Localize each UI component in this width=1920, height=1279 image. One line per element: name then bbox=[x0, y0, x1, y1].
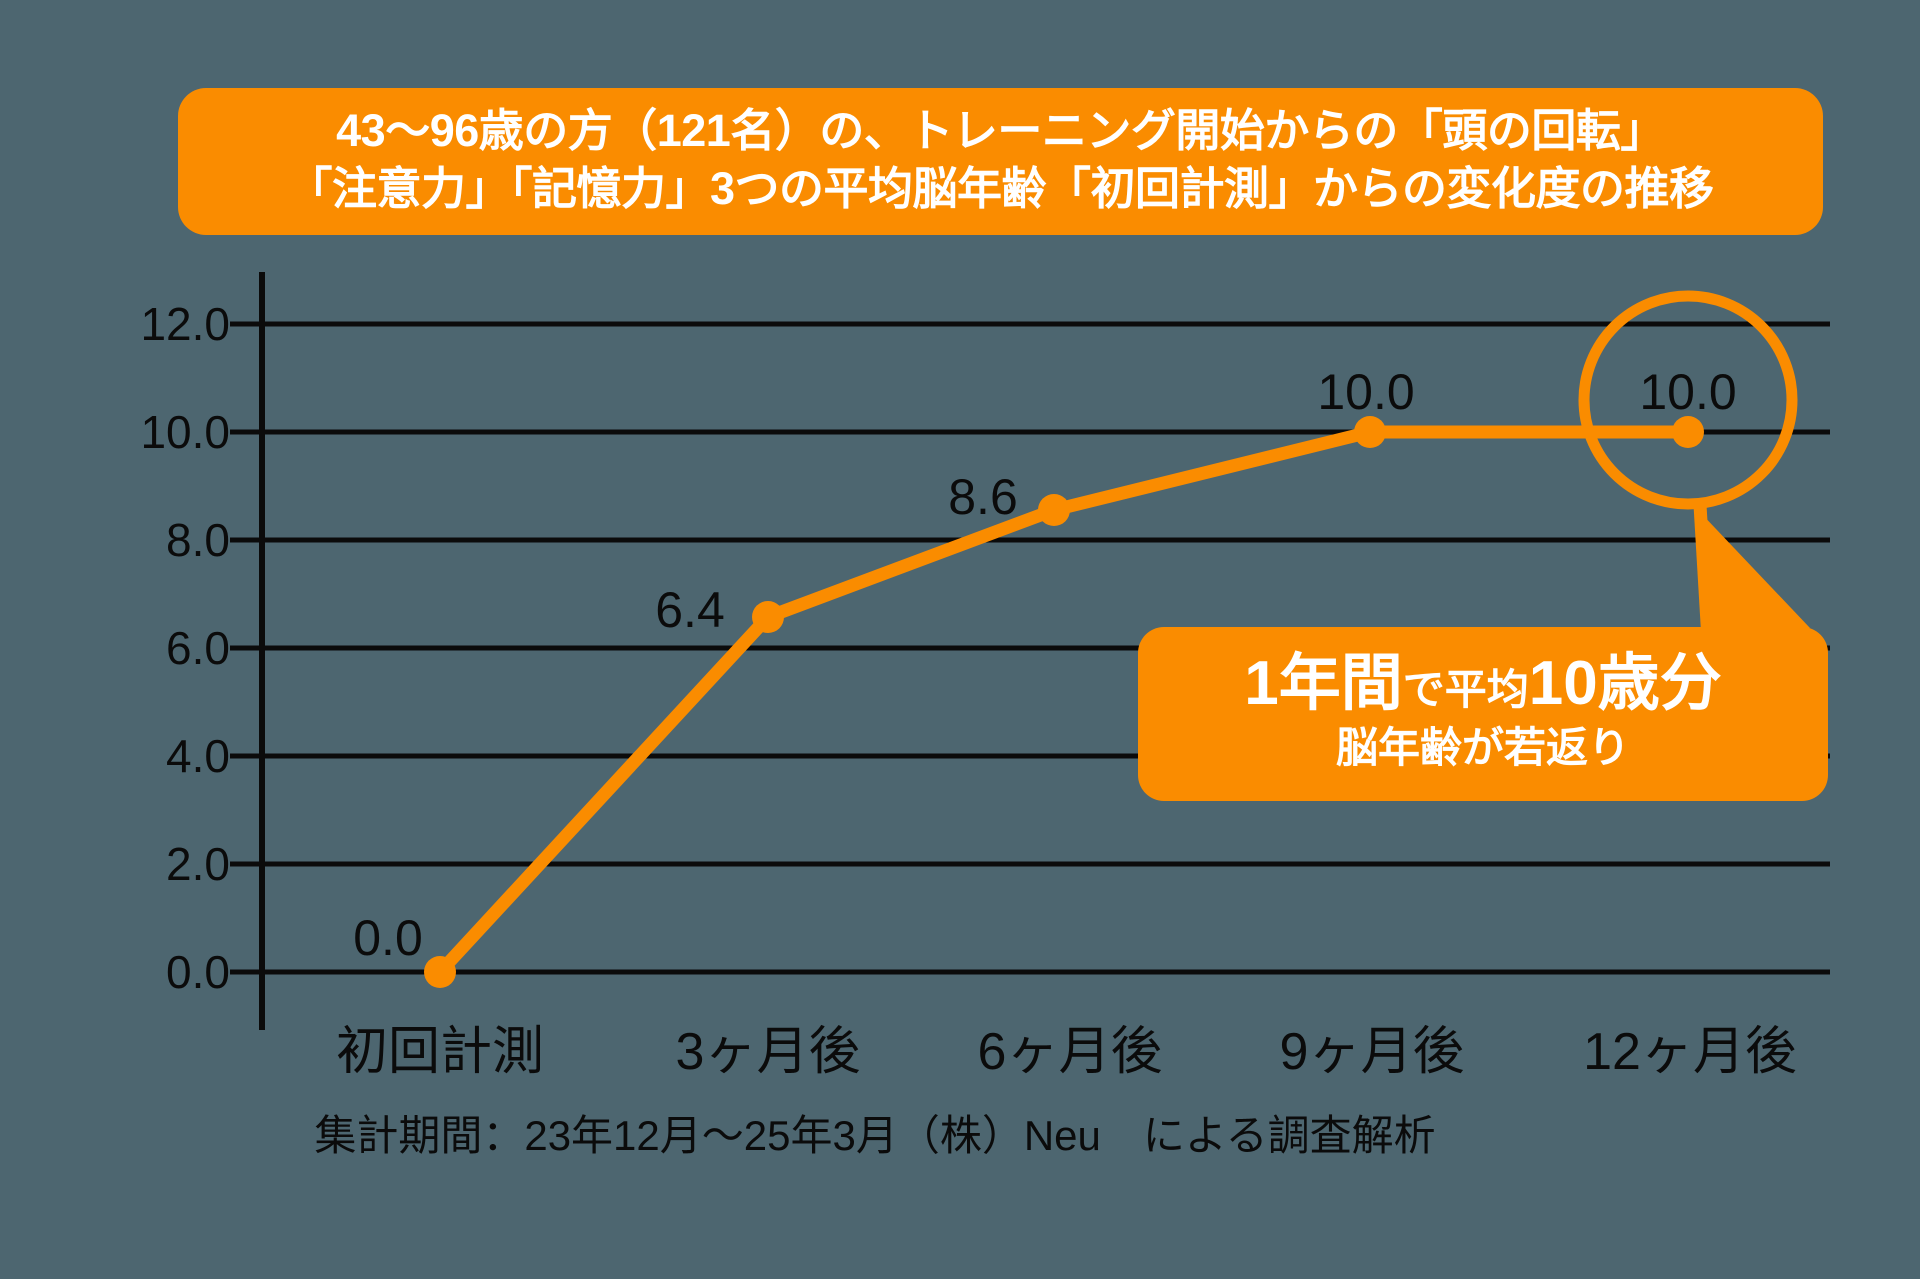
highlight-circle bbox=[1578, 290, 1798, 510]
callout-headline-part-2: で平均 bbox=[1402, 666, 1529, 713]
y-tick-label-12: 12.0 bbox=[140, 298, 230, 350]
data-point-3 bbox=[1354, 416, 1386, 448]
data-point-2 bbox=[1038, 494, 1070, 526]
y-tick-label-4: 4.0 bbox=[166, 730, 230, 782]
data-label-1: 6.4 bbox=[655, 582, 725, 638]
chart-title-banner: 43〜96歳の方（121名）の、トレーニング開始からの「頭の回転」 「注意力」「… bbox=[178, 88, 1823, 236]
source-note: 集計期間：23年12月〜25年3月（株）Neu による調査解析 bbox=[314, 1112, 1436, 1159]
y-tick-label-6: 6.0 bbox=[166, 622, 230, 674]
y-axis-ticks bbox=[230, 321, 262, 975]
chart-title-line-1: 43〜96歳の方（121名）の、トレーニング開始からの「頭の回転」 bbox=[336, 105, 1665, 156]
x-tick-label-0: 初回計測 bbox=[335, 1023, 545, 1081]
x-tick-label-4: 12ヶ月後 bbox=[1583, 1023, 1797, 1081]
data-point-0 bbox=[424, 956, 456, 988]
data-point-1 bbox=[752, 601, 784, 633]
callout-bubble: 1年間で平均10歳分 脳年齢が若返り bbox=[1138, 627, 1828, 801]
data-label-3: 10.0 bbox=[1317, 364, 1415, 420]
y-tick-label-8: 8.0 bbox=[166, 514, 230, 566]
y-tick-label-0: 0.0 bbox=[166, 946, 230, 998]
data-label-0: 0.0 bbox=[353, 910, 423, 966]
data-point-4 bbox=[1672, 416, 1704, 448]
callout-subline: 脳年齢が若返り bbox=[1335, 724, 1630, 772]
chart-title-line-2: 「注意力」「記憶力」3つの平均脳年齢「初回計測」からの変化度の推移 bbox=[287, 162, 1714, 214]
callout-headline-part-3: 10歳分 bbox=[1528, 649, 1722, 718]
y-tick-label-2: 2.0 bbox=[166, 838, 230, 890]
data-label-2: 8.6 bbox=[948, 469, 1018, 525]
callout-pointer bbox=[1698, 510, 1810, 640]
y-axis-labels: 12.0 10.0 8.0 6.0 4.0 2.0 0.0 bbox=[60, 0, 230, 1279]
x-axis-labels: 初回計測 3ヶ月後 6ヶ月後 9ヶ月後 12ヶ月後 bbox=[0, 1022, 1920, 1092]
y-tick-label-10: 10.0 bbox=[140, 406, 230, 458]
x-tick-label-3: 9ヶ月後 bbox=[1279, 1023, 1465, 1081]
callout-pointer-stem bbox=[1693, 504, 1715, 641]
data-markers bbox=[424, 416, 1704, 988]
x-tick-label-1: 3ヶ月後 bbox=[675, 1023, 861, 1081]
x-tick-label-2: 6ヶ月後 bbox=[977, 1023, 1163, 1081]
callout-headline-part-1: 1年間 bbox=[1244, 649, 1403, 718]
callout-headline: 1年間で平均10歳分 bbox=[1148, 649, 1818, 718]
data-label-4: 10.0 bbox=[1639, 364, 1737, 420]
